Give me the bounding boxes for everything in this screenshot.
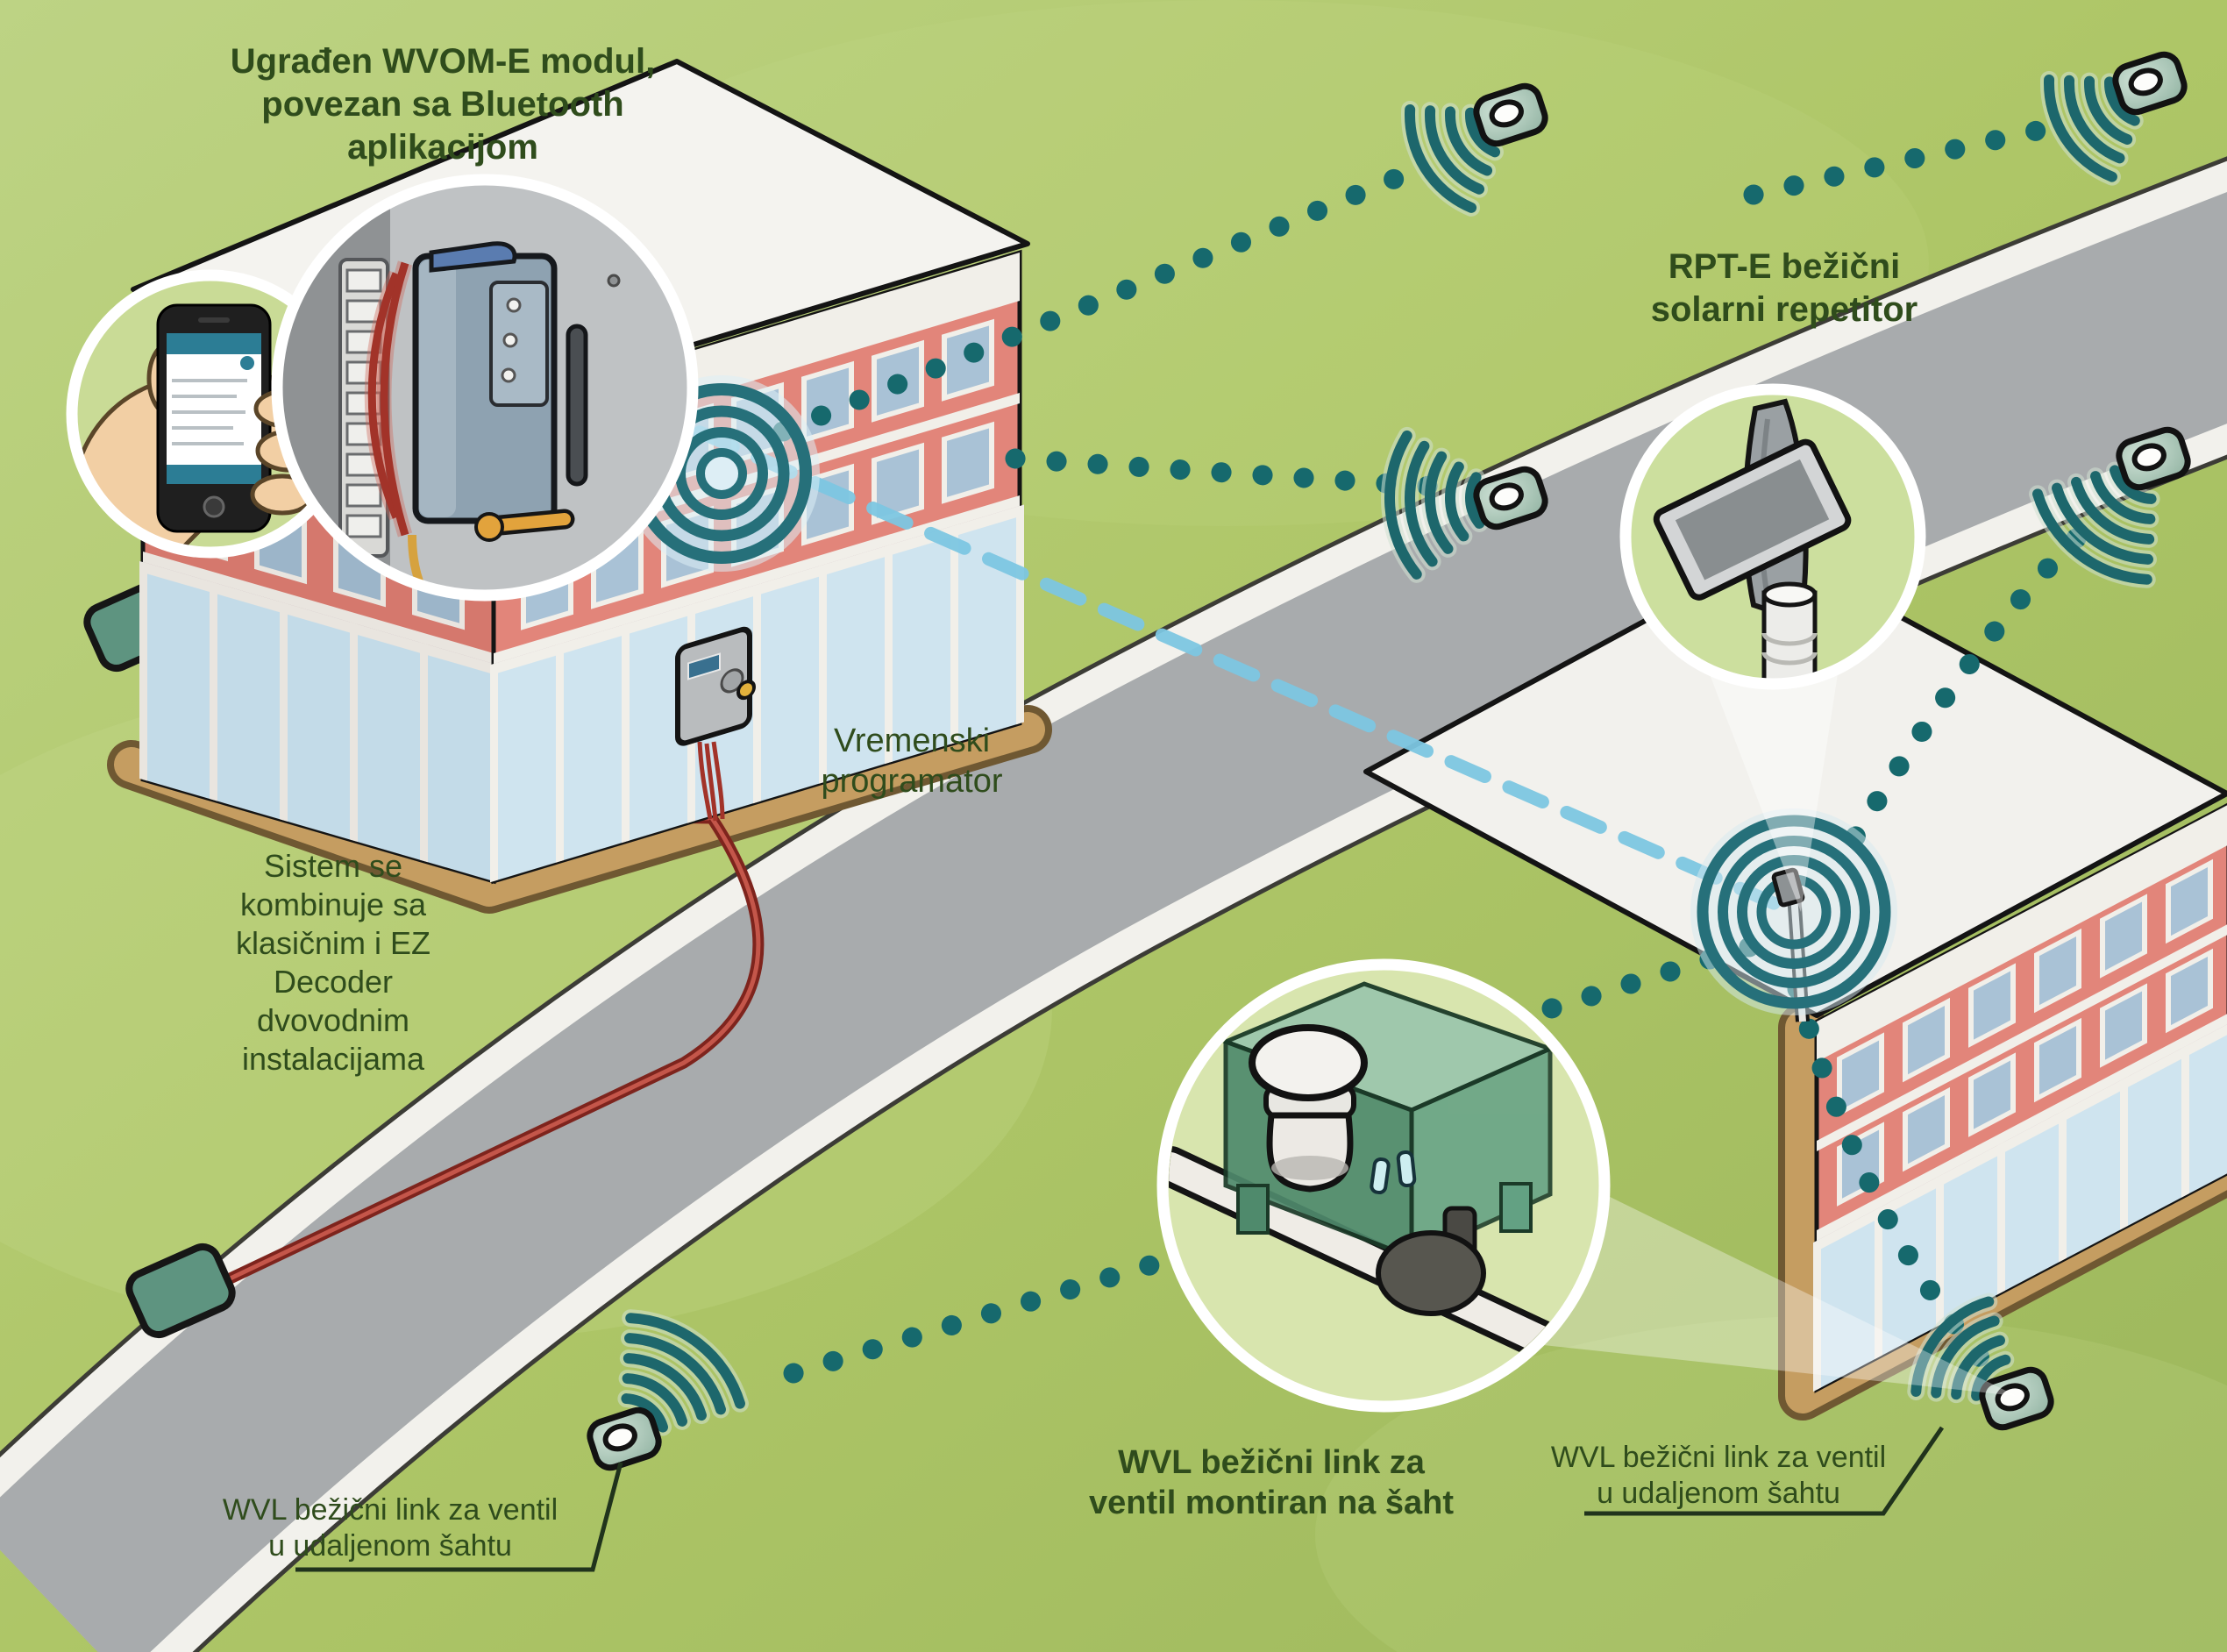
repeater-callout-beam [1708,663,1839,912]
label-pointer-right [1584,1426,1945,1516]
wvom-module-icon [412,241,588,542]
wireless-valve-markers [587,51,2191,1471]
wireless-valve-marker [2116,426,2191,491]
wire-connector [1370,1157,1391,1195]
cabinet-wires [364,260,444,590]
wireless-valve-marker [1473,82,1548,147]
timer-antenna-tip [736,680,756,701]
label-wvl-remote-right: WVL bežični link za ventil u udaljenom š… [1550,1441,1887,1511]
module-antenna [566,324,588,487]
label-wvl-remote-left: WVL bežični link za ventil u udaljenom š… [222,1493,559,1563]
solar-repeater-icon [1653,398,1852,679]
wire-connector [1396,1150,1417,1188]
repeater-device-small [1771,867,1805,908]
callout-repeater [1619,383,1926,690]
callout-module [271,174,699,602]
label-wvl-mounted: WVL bežični link za ventil montiran na š… [1089,1444,1454,1522]
wvl-device-icon [1249,1024,1368,1193]
label-timer: Vremenski programator [821,723,1003,801]
timer-controller-device [675,626,756,746]
solenoid-valve-icon [1376,1206,1486,1316]
wireless-valve-marker [587,1406,662,1471]
callout-phone [66,269,355,559]
label-rpte-repeater: RPT-E bežični solarni repetitor [1650,247,1918,329]
wireless-valve-marker [1979,1366,2054,1431]
label-pointer-left [295,1462,623,1572]
building-2-wall [1813,801,2227,1393]
label-system-note: Sistem se kombinuje sa klasičnim i EZ De… [235,848,431,1077]
wired-valve-box-2 [125,1243,236,1338]
controller-cabinet-icon [282,185,687,590]
wireless-valve-marker [1473,466,1548,530]
label-wvom-module: Ugrađen WVOM-E modul, povezan sa Bluetoo… [230,42,656,167]
smartphone-icon [156,303,272,533]
solar-panel [1653,438,1852,601]
timer-display [687,652,721,680]
timer-dial [720,668,744,694]
wifi-arc-fans [617,70,2160,1436]
wireless-valve-marker [2112,51,2188,116]
callout-valvebox [1156,958,1611,1413]
valve-box-icon [1169,981,1598,1378]
valvebox-callout-beam [1527,1193,2017,1396]
timer-drop-wires [697,741,725,822]
wifi-rings-repeater-icon [1690,808,1897,1022]
building-2 [1363,547,2227,1393]
